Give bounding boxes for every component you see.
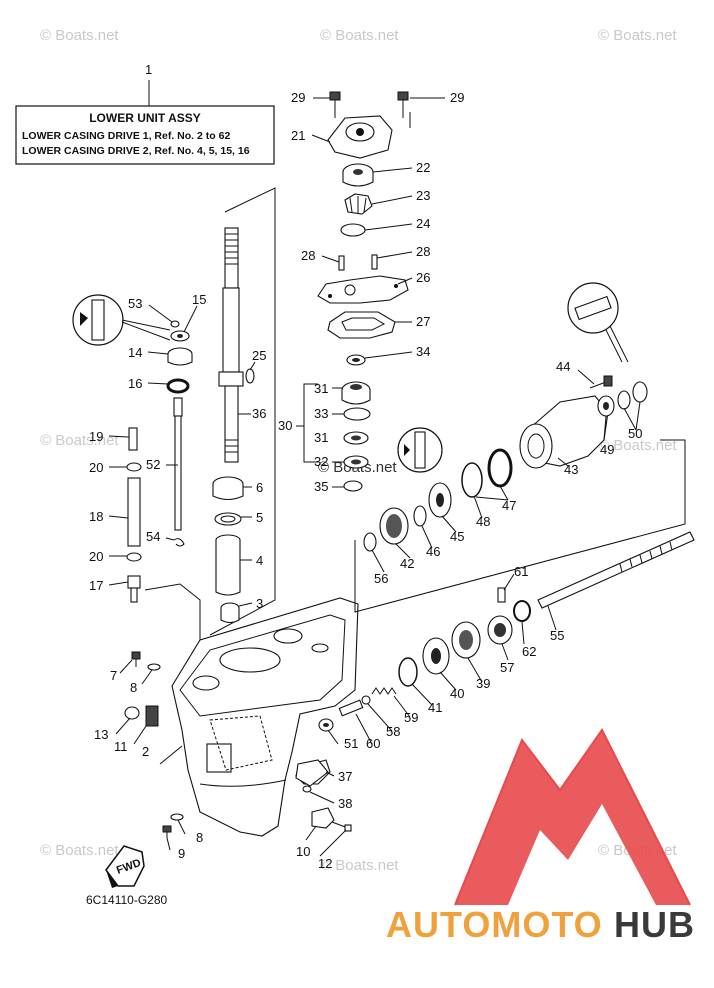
- group-outline: [354, 439, 686, 613]
- callout-54: 54: [146, 529, 160, 544]
- callout-60: 60: [366, 736, 380, 751]
- callout-27: 27: [416, 314, 430, 329]
- callout-50: 50: [628, 426, 642, 441]
- callout-3: 3: [256, 596, 263, 611]
- callout-29: 29: [450, 90, 464, 105]
- callout-20: 20: [89, 460, 103, 475]
- callout-52: 52: [146, 457, 160, 472]
- drive-shaft-bearings: [212, 476, 244, 624]
- callout-23: 23: [416, 188, 430, 203]
- group-outline: [209, 187, 276, 636]
- callout-19: 19: [89, 429, 103, 444]
- callout-10: 10: [296, 844, 310, 859]
- callout-56: 56: [374, 571, 388, 586]
- watermark: © Boats.net: [40, 432, 119, 449]
- callout-36: 36: [252, 406, 266, 421]
- callout-14: 14: [128, 345, 142, 360]
- shift-rod-assembly: [72, 294, 193, 603]
- callout-58: 58: [386, 724, 400, 739]
- callout-37: 37: [338, 769, 352, 784]
- title-box-row1: LOWER CASING DRIVE 1, Ref. No. 2 to 62: [22, 130, 230, 142]
- callout-42: 42: [400, 556, 414, 571]
- callout-30: 30: [278, 418, 292, 433]
- callout-53: 53: [128, 296, 142, 311]
- brand-logo: AUTOMOTO HUB: [386, 728, 695, 945]
- brand-text-secondary: HUB: [614, 904, 695, 945]
- callout-labels: 2 3 4 5 6 7 8 8 9 10 11 12 13 14 15 16 1…: [89, 90, 642, 871]
- callout-12: 12: [318, 856, 332, 871]
- watermark: © Boats.net: [40, 27, 119, 44]
- callout-57: 57: [500, 660, 514, 675]
- callout-13: 13: [94, 727, 108, 742]
- lower-casing: [171, 597, 359, 837]
- callout-16: 16: [128, 376, 142, 391]
- callout-43: 43: [564, 462, 578, 477]
- watermark: © Boats.net: [320, 857, 399, 874]
- callout-34: 34: [416, 344, 430, 359]
- callout-9: 9: [178, 846, 185, 861]
- title-box-row2: LOWER CASING DRIVE 2, Ref. No. 4, 5, 15,…: [22, 145, 250, 157]
- callout-24: 24: [416, 216, 430, 231]
- callout-17: 17: [89, 578, 103, 593]
- callout-38: 38: [338, 796, 352, 811]
- callout-8: 8: [130, 680, 137, 695]
- callout-28: 28: [301, 248, 315, 263]
- callout-49: 49: [600, 442, 614, 457]
- callout-59: 59: [404, 710, 418, 725]
- callout-15: 15: [192, 292, 206, 307]
- water-pump-assembly: [317, 91, 409, 492]
- propeller-shaft-assembly: [295, 282, 695, 787]
- callout-21: 21: [291, 128, 305, 143]
- callout-46: 46: [426, 544, 440, 559]
- drive-shaft: [218, 227, 244, 463]
- callout-45: 45: [450, 529, 464, 544]
- callout-5: 5: [256, 510, 263, 525]
- callout-26: 26: [416, 270, 430, 285]
- callout-41: 41: [428, 700, 442, 715]
- callout-32: 32: [314, 454, 328, 469]
- callout-7: 7: [110, 668, 117, 683]
- callout-44: 44: [556, 359, 570, 374]
- callout-61: 61: [514, 564, 528, 579]
- callout-55: 55: [550, 628, 564, 643]
- callout-33: 33: [314, 406, 328, 421]
- callout-35: 35: [314, 479, 328, 494]
- title-box: [15, 105, 275, 165]
- title-box-title: LOWER UNIT ASSY: [89, 111, 201, 125]
- watermark: © Boats.net: [598, 437, 677, 454]
- callout-4: 4: [256, 553, 263, 568]
- watermark: © Boats.net: [320, 27, 399, 44]
- callout-39: 39: [476, 676, 490, 691]
- callout-18: 18: [89, 509, 103, 524]
- diagram-code: 6C14110-G280: [86, 893, 167, 907]
- callout-48: 48: [476, 514, 490, 529]
- callout-28: 28: [416, 244, 430, 259]
- callout-31: 31: [314, 381, 328, 396]
- callout-62: 62: [522, 644, 536, 659]
- brand-text-primary: AUTOMOTO: [386, 904, 603, 945]
- leader-lines: [108, 97, 641, 857]
- callout-47: 47: [502, 498, 516, 513]
- callout-25: 25: [252, 348, 266, 363]
- callout-6: 6: [256, 480, 263, 495]
- callout-20: 20: [89, 549, 103, 564]
- callout-29: 29: [291, 90, 305, 105]
- callout-11: 11: [114, 739, 128, 754]
- callout-40: 40: [450, 686, 464, 701]
- callout-51: 51: [344, 736, 358, 751]
- callout-2: 2: [142, 744, 149, 759]
- watermark: © Boats.net: [598, 27, 677, 44]
- callout-22: 22: [416, 160, 430, 175]
- callout-31: 31: [314, 430, 328, 445]
- callout-1: 1: [145, 62, 152, 77]
- fwd-arrow-icon: FWD: [105, 845, 145, 888]
- callout-8: 8: [196, 830, 203, 845]
- watermark: © Boats.net: [40, 842, 119, 859]
